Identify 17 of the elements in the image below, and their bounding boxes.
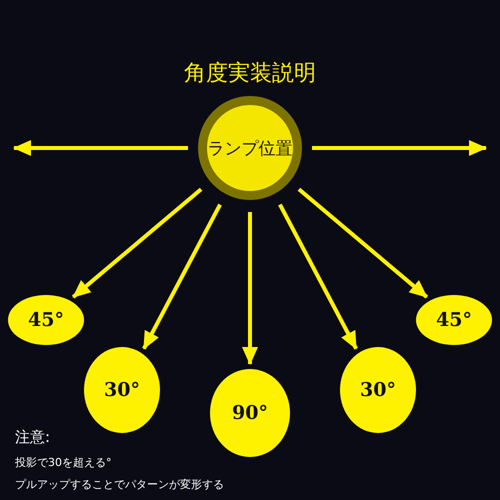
- arrow: [72, 188, 202, 299]
- projection-ellipse: 30°: [84, 347, 160, 433]
- arrow: [13, 140, 188, 156]
- lamp-circle: ランプ位置: [198, 96, 302, 200]
- arrow: [278, 204, 358, 350]
- arrow: [242, 212, 258, 365]
- title: 角度実装説明: [183, 60, 317, 88]
- note-text: 投影で30を超える°: [15, 455, 112, 470]
- note-text: プルアップすることでパターンが変形する: [15, 477, 224, 492]
- projection-ellipse: 45°: [416, 295, 492, 345]
- arrow: [298, 188, 428, 299]
- projection-ellipse: 90°: [210, 369, 290, 457]
- projection-ellipse: 45°: [8, 295, 84, 345]
- projection-ellipse: 30°: [340, 347, 416, 433]
- arrow: [312, 140, 487, 156]
- note-heading: 注意:: [15, 428, 50, 447]
- arrow: [142, 204, 222, 350]
